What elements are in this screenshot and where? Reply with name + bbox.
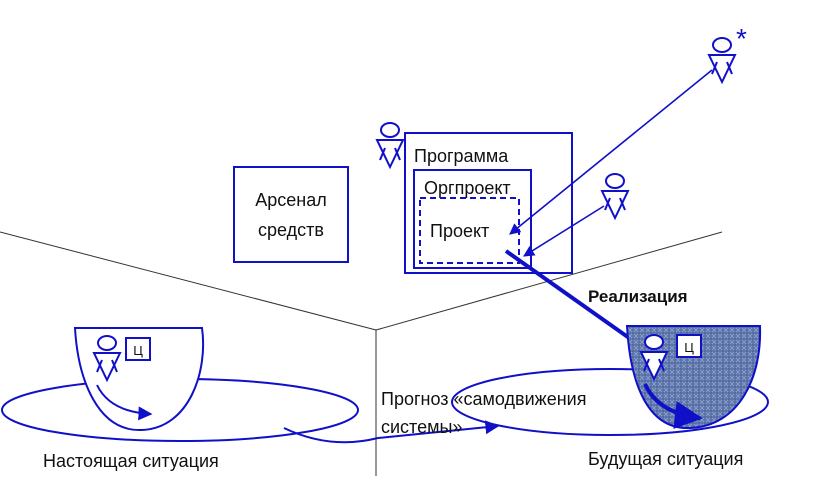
arrow-external-to-proekt — [509, 69, 713, 235]
orgproekt-label: Оргпроект — [424, 178, 511, 198]
person-icon-middle — [600, 173, 630, 221]
programma-box: Программа — [404, 132, 573, 274]
forecast-label-line1: Прогноз «самодвижения — [381, 389, 586, 409]
arsenal-box: Арсенал средств — [233, 166, 349, 263]
present-situation: Ц — [1, 327, 359, 442]
arrow-middle-to-proekt — [523, 205, 605, 257]
proekt-label: Проект — [430, 221, 489, 241]
person-icon-programma — [375, 122, 405, 170]
arsenal-label-line2: средств — [258, 220, 324, 240]
forecast-label-line2: системы» — [381, 417, 462, 437]
goal-label-present: Ц — [133, 343, 143, 358]
programma-label: Программа — [414, 146, 509, 166]
person-icon-external — [707, 37, 737, 85]
realization-label: Реализация — [588, 287, 688, 306]
future-inner-arrow — [643, 383, 703, 429]
present-inner-arrow — [96, 384, 153, 421]
asterisk-mark: * — [736, 23, 747, 54]
future-situation: Ц — [451, 325, 769, 436]
goal-box-future — [676, 334, 702, 358]
goal-label-future: Ц — [684, 340, 694, 355]
person-icon-present — [92, 335, 122, 383]
orgproekt-box: Оргпроект — [413, 169, 532, 269]
proekt-box: Проект — [419, 197, 520, 264]
goal-box-present — [125, 337, 151, 361]
present-situation-label: Настоящая ситуация — [43, 451, 219, 471]
person-icon-future — [639, 334, 669, 382]
realization-line — [504, 249, 634, 342]
arsenal-label-line1: Арсенал — [255, 190, 326, 210]
future-situation-label: Будущая ситуация — [588, 449, 743, 469]
forecast-arrow — [283, 420, 500, 444]
